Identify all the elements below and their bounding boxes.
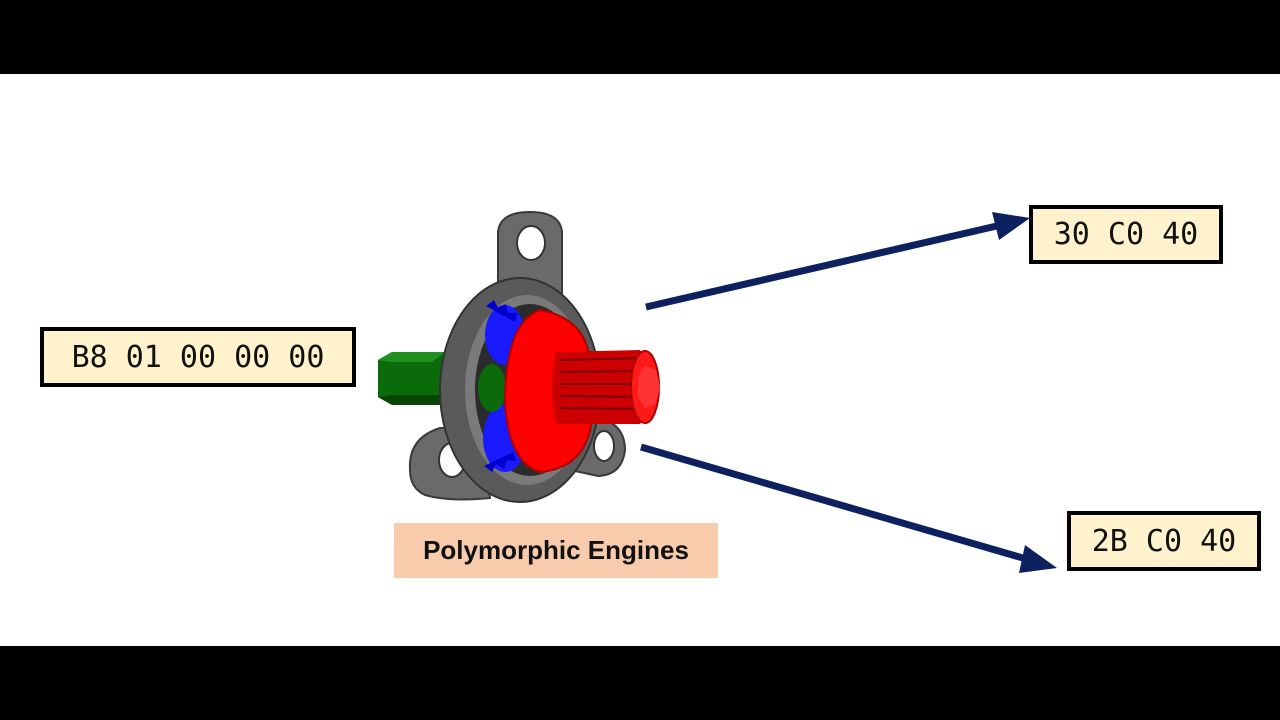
output-bytes-box-1: 30 C0 40 [1029,205,1223,264]
arrow-to-output-1 [645,212,1030,311]
caption-text: Polymorphic Engines [423,535,689,565]
planetary-gear-icon [378,210,660,503]
arrow-to-output-2 [640,443,1057,573]
output-bytes-text-2: 2B C0 40 [1091,523,1237,559]
letterbox-bottom [0,646,1280,720]
red-gear [503,308,660,474]
output-bytes-text-1: 30 C0 40 [1053,217,1199,252]
blue-gear [478,300,527,472]
input-bytes-text: B8 01 00 00 00 [71,339,325,375]
letterbox-top [0,0,1280,74]
output-bytes-box-2: 2B C0 40 [1067,511,1261,571]
green-shaft [378,352,445,405]
input-bytes-box: B8 01 00 00 00 [40,327,356,387]
caption-label: Polymorphic Engines [394,523,718,578]
